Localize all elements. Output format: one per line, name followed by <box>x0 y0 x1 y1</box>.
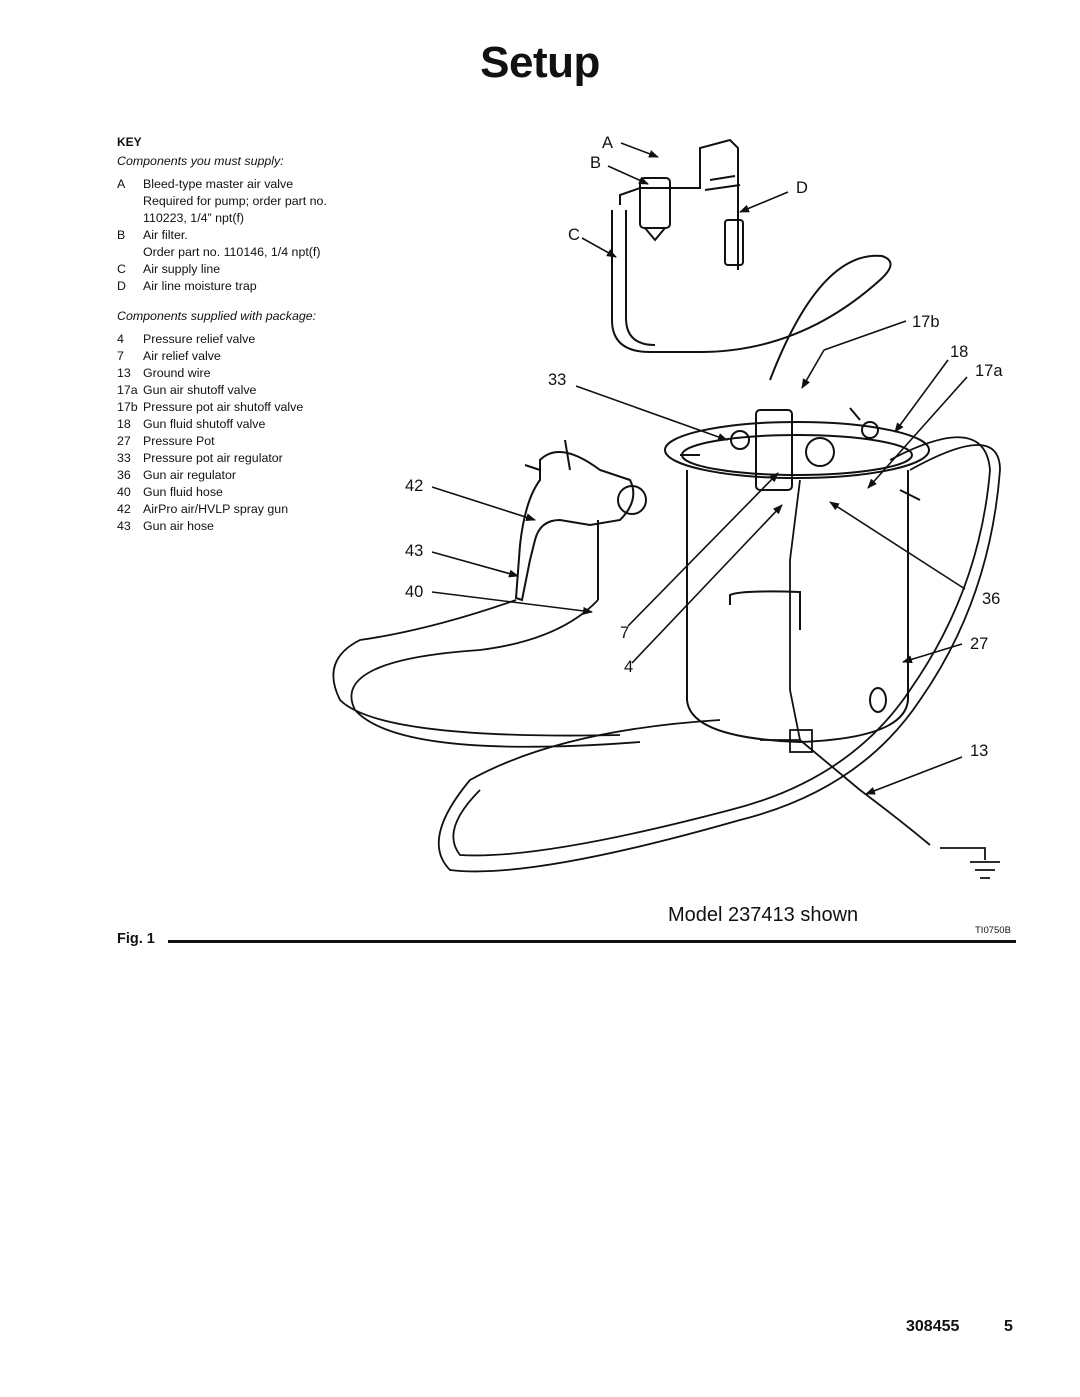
key-item-27: 27 Pressure Pot <box>117 433 367 450</box>
key-desc: Air relief valve <box>143 349 221 363</box>
key-item-43: 43 Gun air hose <box>117 518 367 535</box>
key-item-7: 7 Air relief valve <box>117 348 367 365</box>
key-item-D: D Air line moisture trap <box>117 278 367 295</box>
key-desc: Gun air shutoff valve <box>143 383 257 397</box>
callout-36: 36 <box>982 590 1000 608</box>
key-item-42: 42 AirPro air/HVLP spray gun <box>117 501 367 518</box>
page-number: 5 <box>1004 1318 1013 1335</box>
key-item-40: 40 Gun fluid hose <box>117 484 367 501</box>
model-caption: Model 237413 shown <box>668 904 859 926</box>
key-desc: Gun air regulator <box>143 468 236 482</box>
key-desc: Gun fluid shutoff valve <box>143 417 266 431</box>
key-code: 40 <box>117 485 131 499</box>
key-desc: Ground wire <box>143 366 211 380</box>
pressure-pot-icon <box>664 407 930 744</box>
key-code: 17a <box>117 383 138 397</box>
figure-rule <box>168 940 1016 943</box>
key-desc: Air filter. Order part no. 110146, 1/4 n… <box>143 227 367 261</box>
hoses <box>332 436 1001 873</box>
air-supply-piping <box>611 138 892 381</box>
key-item-17b: 17b Pressure pot air shutoff valve <box>117 399 367 416</box>
spray-gun-icon <box>514 439 647 602</box>
drawing-id: TI0750B <box>975 925 1011 936</box>
key-item-B: B Air filter. Order part no. 110146, 1/4… <box>117 227 367 261</box>
key-desc-line2: Required for pump; order part no. 110223… <box>143 194 327 225</box>
callout-18: 18 <box>950 343 968 361</box>
moisture-trap-icon <box>724 219 744 266</box>
key-code: C <box>117 262 126 276</box>
air-filter-icon <box>639 177 671 229</box>
key-desc-line1: Bleed-type master air valve <box>143 177 294 191</box>
gauge-icon <box>805 437 835 467</box>
key-code: 17b <box>117 400 138 414</box>
key-desc: Gun air hose <box>143 519 214 533</box>
key-code: 18 <box>117 417 131 431</box>
ground-wire-icon <box>789 729 1000 879</box>
key-code: A <box>117 177 126 191</box>
key-legend: KEY Components you must supply: A Bleed-… <box>117 134 367 535</box>
key-code: 43 <box>117 519 131 533</box>
key-code: 13 <box>117 366 131 380</box>
key-code: 33 <box>117 451 131 465</box>
setup-figure: A B C D 17b 18 17a 33 42 43 40 36 7 27 4… <box>332 134 1003 879</box>
key-code: 4 <box>117 332 124 346</box>
callout-13: 13 <box>970 742 988 760</box>
callout-27: 27 <box>970 635 988 653</box>
key-section-package-supplied: Components supplied with package: <box>117 309 317 323</box>
callout-17a: 17a <box>975 362 1003 380</box>
callout-labels: A B C D 17b 18 17a 33 42 43 40 36 7 27 4… <box>405 134 1003 760</box>
key-code: D <box>117 279 126 293</box>
key-item-13: 13 Ground wire <box>117 365 367 382</box>
key-desc: Pressure pot air regulator <box>143 451 283 465</box>
key-desc: Air supply line <box>143 262 221 276</box>
key-desc: Pressure relief valve <box>143 332 256 346</box>
page-title: Setup <box>480 38 600 87</box>
key-code: 7 <box>117 349 124 363</box>
callout-33: 33 <box>548 371 566 389</box>
figure-label: Fig. 1 <box>117 931 155 947</box>
callout-D: D <box>796 179 808 197</box>
callout-7: 7 <box>620 624 629 642</box>
key-item-18: 18 Gun fluid shutoff valve <box>117 416 367 433</box>
key-code: B <box>117 228 126 242</box>
key-desc-line1: Air filter. <box>143 228 188 242</box>
key-desc: Pressure Pot <box>143 434 215 448</box>
key-item-4: 4 Pressure relief valve <box>117 331 367 348</box>
regulator-icon <box>755 409 793 491</box>
key-desc: AirPro air/HVLP spray gun <box>143 502 289 516</box>
key-item-C: C Air supply line <box>117 261 367 278</box>
key-desc: Gun fluid hose <box>143 485 223 499</box>
key-code: 36 <box>117 468 131 482</box>
key-desc: Air line moisture trap <box>143 279 257 293</box>
leader-lines <box>431 142 968 795</box>
key-item-33: 33 Pressure pot air regulator <box>117 450 367 467</box>
key-desc-line2: Order part no. 110146, 1/4 npt(f) <box>143 245 321 259</box>
callout-A: A <box>602 134 613 152</box>
key-desc: Bleed-type master air valve Required for… <box>143 176 367 227</box>
callout-40: 40 <box>405 583 423 601</box>
key-title: KEY <box>117 135 142 149</box>
key-item-17a: 17a Gun air shutoff valve <box>117 382 367 399</box>
key-section-user-supplied: Components you must supply: <box>117 154 284 168</box>
callout-43: 43 <box>405 542 423 560</box>
callout-17b: 17b <box>912 313 940 331</box>
callout-4: 4 <box>624 658 633 676</box>
callout-B: B <box>590 154 601 172</box>
key-code: 42 <box>117 502 131 516</box>
key-item-36: 36 Gun air regulator <box>117 467 367 484</box>
key-item-A: A Bleed-type master air valve Required f… <box>117 176 367 227</box>
callout-C: C <box>568 226 580 244</box>
document-number: 308455 <box>906 1318 960 1335</box>
key-code: 27 <box>117 434 131 448</box>
key-desc: Pressure pot air shutoff valve <box>143 400 304 414</box>
callout-42: 42 <box>405 477 423 495</box>
